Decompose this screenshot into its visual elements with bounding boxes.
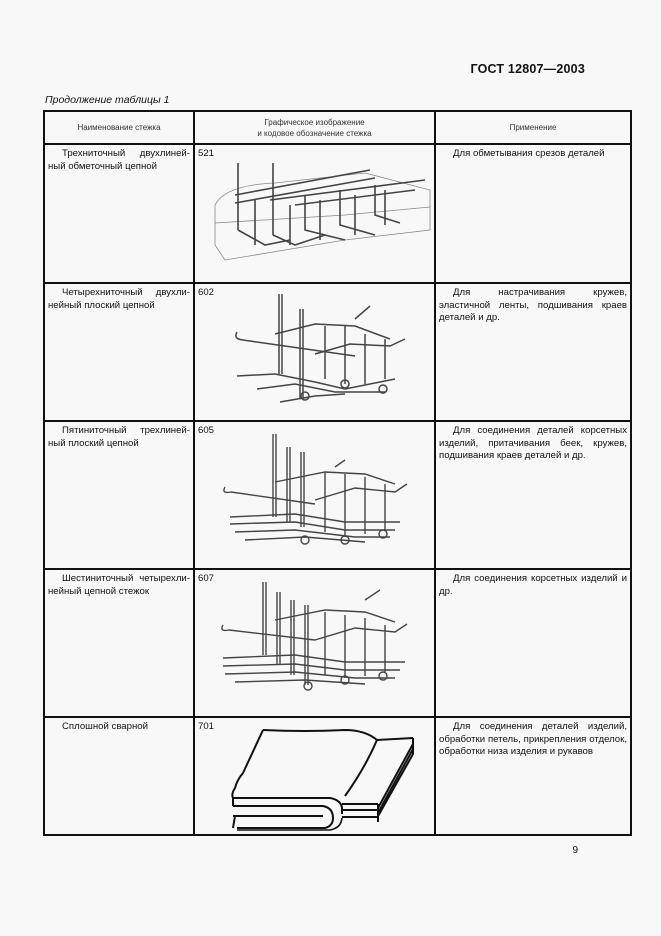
column-header-use: Применение — [434, 110, 632, 145]
table-continuation-label: Продолжение таблицы 1 — [45, 94, 170, 106]
stitch-use: Для соединения деталей изделий, обработк… — [434, 716, 632, 836]
column-header-name: Наименование стежка — [43, 110, 195, 145]
table-row: Сплошной сварной 701 Д — [43, 716, 632, 836]
stitch-code: 607 — [198, 573, 215, 584]
stitch-name: Пятиниточный трехлиней­ный плоский цепно… — [43, 420, 195, 570]
stitch-use: Для настрачивания кружев, эластичной лен… — [434, 282, 632, 422]
standard-code: ГОСТ 12807—2003 — [470, 62, 585, 76]
table-header-row: Наименование стежка Графическое изображе… — [43, 110, 632, 145]
stitch-drawing-cell: 607 — [193, 568, 436, 718]
weld-seam-701-drawing-icon — [231, 728, 414, 831]
stitch-code: 602 — [198, 287, 215, 298]
stitch-table: Наименование стежка Графическое изображе… — [43, 110, 632, 836]
flat-chain-stitch-602-drawing-icon — [235, 294, 406, 403]
column-header-drawing: Графическое изображение и кодовое обозна… — [193, 110, 436, 145]
stitch-drawing-cell: 521 — [193, 143, 436, 284]
table-row: Шестиниточный четырехли­нейный цепной ст… — [43, 568, 632, 718]
stitch-drawing-cell: 605 — [193, 420, 436, 570]
stitch-use: Для обметывания срезов деталей — [434, 143, 632, 284]
stitch-use: Для соединения корсетных изделий и др. — [434, 568, 632, 718]
table-row: Пятиниточный трехлиней­ный плоский цепно… — [43, 420, 632, 570]
flat-chain-stitch-605-drawing-icon — [223, 434, 408, 545]
stitch-name: Сплошной сварной — [43, 716, 195, 836]
stitch-code: 605 — [198, 425, 215, 436]
stitch-drawing-cell: 701 — [193, 716, 436, 836]
stitch-name: Шестиниточный четырехли­нейный цепной ст… — [43, 568, 195, 718]
chain-stitch-607-drawing-icon — [221, 582, 408, 691]
table-row: Трехниточный двухлиней­ный обметочный це… — [43, 143, 632, 284]
stitch-name: Четырехниточный двухли­нейный плоский це… — [43, 282, 195, 422]
stitch-use: Для соединения деталей корсетных изделий… — [434, 420, 632, 570]
stitch-code: 701 — [198, 721, 215, 732]
overedge-stitch-drawing-icon — [214, 163, 431, 261]
stitch-name: Трехниточный двухлиней­ный обметочный це… — [43, 143, 195, 284]
page-number: 9 — [572, 845, 578, 856]
stitch-drawing-cell: 602 — [193, 282, 436, 422]
table-row: Четырехниточный двухли­нейный плоский це… — [43, 282, 632, 422]
stitch-code: 521 — [198, 148, 215, 159]
